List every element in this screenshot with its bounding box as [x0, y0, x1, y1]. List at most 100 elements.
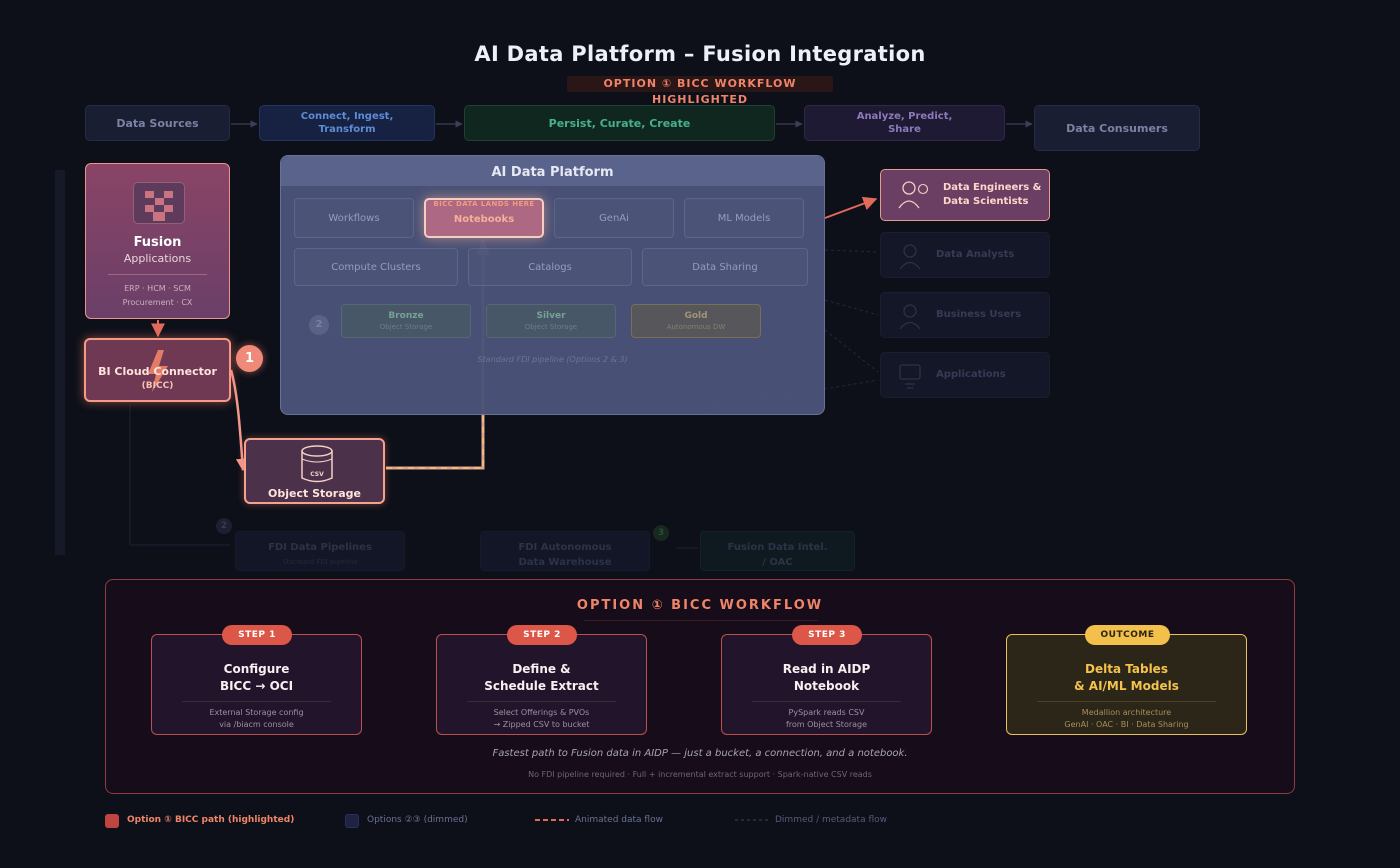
consumer-data-analysts[interactable]: Data Analysts: [880, 232, 1050, 278]
step-1-pill: STEP 1: [222, 625, 292, 645]
fusion-logo-icon: [133, 182, 185, 224]
step-3-desc: PySpark reads CSV from Object Storage: [722, 707, 931, 731]
bicc-sublabel: (BICC): [141, 381, 174, 391]
ghost-fdi-pipelines-sub: Standard FDI pipeline: [282, 558, 358, 566]
bicc-label: BI Cloud Connector: [98, 365, 217, 378]
step-3-title-line2: Notebook: [793, 679, 860, 693]
fusion-modules: ERP · HCM · SCM Procurement · CX: [86, 282, 229, 310]
step-3-pill: STEP 3: [792, 625, 862, 645]
outcome-pill: OUTCOME: [1085, 625, 1170, 645]
step-2-desc: Select Offerings & PVOs → Zipped CSV to …: [437, 707, 646, 731]
ghost-fdi-adw-line1: FDI Autonomous: [518, 542, 612, 553]
workflow-tagline: Fastest path to Fusion data in AIDP — ju…: [492, 748, 908, 759]
medallion-gold: Gold Autonomous DW: [631, 304, 761, 338]
legend-line-animated: [535, 819, 569, 821]
step-2-pill: STEP 2: [507, 625, 577, 645]
workflow-step-2[interactable]: STEP 2 Define & Schedule Extract Select …: [436, 625, 647, 735]
bicc-workflow-panel: OPTION ① BICC WORKFLOW STEP 1 Configure …: [105, 579, 1295, 794]
stage-analyze-predict: Analyze, Predict, Share: [804, 105, 1005, 141]
object-storage-label: Object Storage: [268, 487, 361, 500]
bucket-icon: CSV: [301, 445, 333, 483]
fusion-sub: Applications: [123, 252, 192, 265]
workflow-footnote: No FDI pipeline required · Full + increm…: [528, 770, 872, 779]
object-storage-node[interactable]: CSV Object Storage: [244, 438, 385, 504]
consumer-data-engineers[interactable]: Data Engineers & Data Scientists: [880, 169, 1050, 221]
ghost-fdi-adw: FDI Autonomous Data Warehouse: [480, 531, 650, 571]
aidp-notebooks[interactable]: BICC DATA LANDS HERE Notebooks: [424, 198, 544, 238]
fusion-name: Fusion: [133, 235, 182, 250]
bicc-lands-note: BICC DATA LANDS HERE: [433, 200, 535, 208]
applications-label: Applications: [936, 369, 1006, 380]
workflow-outcome[interactable]: OUTCOME Delta Tables & AI/ML Models Meda…: [1006, 625, 1247, 735]
monitor-icon: [899, 364, 921, 389]
lightning-icon: [148, 350, 168, 392]
legend-label-bicc: Option ① BICC path (highlighted): [127, 815, 295, 825]
consumer-business-users[interactable]: Business Users: [880, 292, 1050, 338]
step-2-title: Define & Schedule Extract: [437, 661, 646, 695]
silver-sub: Object Storage: [524, 323, 578, 331]
workflow-heading-underline: [584, 620, 818, 621]
bicc-node[interactable]: BI Cloud Connector (BICC): [84, 338, 231, 402]
aidp-workflows[interactable]: Workflows: [294, 198, 414, 238]
step-1-desc-line2: via /biacm console: [219, 720, 294, 729]
step-3-divider: [752, 701, 901, 702]
bronze-sub: Object Storage: [379, 323, 433, 331]
ghost-fdi-pipelines: FDI Data Pipelines Standard FDI pipeline: [235, 531, 405, 571]
gold-label: Gold: [684, 311, 708, 321]
aidp-compute-clusters[interactable]: Compute Clusters: [294, 248, 458, 286]
bronze-label: Bronze: [388, 311, 424, 321]
step-3-title: Read in AIDP Notebook: [722, 661, 931, 695]
aidp-genai[interactable]: GenAi: [554, 198, 674, 238]
outcome-title-line1: Delta Tables: [1085, 662, 1168, 676]
fusion-modules-line1: ERP · HCM · SCM: [124, 284, 191, 293]
bucket-icon-text: CSV: [310, 471, 324, 478]
aidp-catalogs[interactable]: Catalogs: [468, 248, 632, 286]
workflow-step-1[interactable]: STEP 1 Configure BICC → OCI External Sto…: [151, 625, 362, 735]
step-1-title-line1: Configure: [223, 662, 290, 676]
ghost-fusion-data-intel-line2: / OAC: [762, 557, 793, 568]
consumer-applications[interactable]: Applications: [880, 352, 1050, 398]
workflow-step-3[interactable]: STEP 3 Read in AIDP Notebook PySpark rea…: [721, 625, 932, 735]
outcome-title-line2: & AI/ML Models: [1074, 679, 1179, 693]
ghost-fusion-data-intel: Fusion Data Intel. / OAC: [700, 531, 855, 571]
option-1-badge: 1: [236, 345, 263, 372]
step-1-desc: External Storage config via /biacm conso…: [152, 707, 361, 731]
aidp-header: AI Data Platform: [281, 156, 824, 186]
step-2-title-line1: Define &: [512, 662, 571, 676]
aidp-data-sharing[interactable]: Data Sharing: [642, 248, 808, 286]
stage-data-sources: Data Sources: [85, 105, 230, 141]
outcome-divider: [1037, 701, 1216, 702]
step-3-desc-line1: PySpark reads CSV: [788, 708, 865, 717]
step-1-desc-line1: External Storage config: [209, 708, 304, 717]
step-2-divider: [467, 701, 616, 702]
page-subtitle: OPTION ① BICC WORKFLOW HIGHLIGHTED: [567, 76, 833, 106]
fusion-applications-node[interactable]: Fusion Applications ERP · HCM · SCM Proc…: [85, 163, 230, 319]
outcome-desc-line1: Medallion architecture: [1081, 708, 1172, 717]
gold-sub: Autonomous DW: [666, 323, 726, 331]
data-engineers-label-line1: Data Engineers &: [943, 182, 1042, 193]
data-engineers-label-line2: Data Scientists: [943, 196, 1029, 207]
user-icon: [899, 244, 921, 270]
step-2-title-line2: Schedule Extract: [484, 679, 599, 693]
step-2-desc-line2: → Zipped CSV to bucket: [493, 720, 590, 729]
ghost-badge-3: 3: [653, 525, 669, 541]
legend-label-metadata: Dimmed / metadata flow: [775, 815, 887, 825]
aidp-pipeline-note: Standard FDI pipeline (Options 2 & 3): [477, 355, 628, 364]
stage-connect-ingest: Connect, Ingest, Transform: [259, 105, 435, 141]
notebooks-label: Notebooks: [453, 214, 515, 225]
aidp-ml-models[interactable]: ML Models: [684, 198, 804, 238]
legend-label-animated: Animated data flow: [575, 815, 663, 825]
step-2-desc-line1: Select Offerings & PVOs: [493, 708, 590, 717]
option-2-badge: 2: [309, 315, 329, 335]
legend-label-dimmed: Options ②③ (dimmed): [367, 815, 468, 825]
step-1-title-line2: BICC → OCI: [219, 679, 294, 693]
fusion-modules-line2: Procurement · CX: [122, 298, 193, 307]
outcome-title: Delta Tables & AI/ML Models: [1007, 661, 1246, 695]
legend-line-metadata: [735, 819, 769, 821]
outcome-desc: Medallion architecture GenAI · OAC · BI …: [1007, 707, 1246, 731]
data-engineers-label: Data Engineers & Data Scientists: [943, 181, 1041, 209]
silver-label: Silver: [536, 311, 566, 321]
user-icon: [899, 304, 921, 330]
stage-persist-curate: Persist, Curate, Create: [464, 105, 775, 141]
ai-data-platform-container: AI Data Platform Workflows BICC DATA LAN…: [280, 155, 825, 415]
